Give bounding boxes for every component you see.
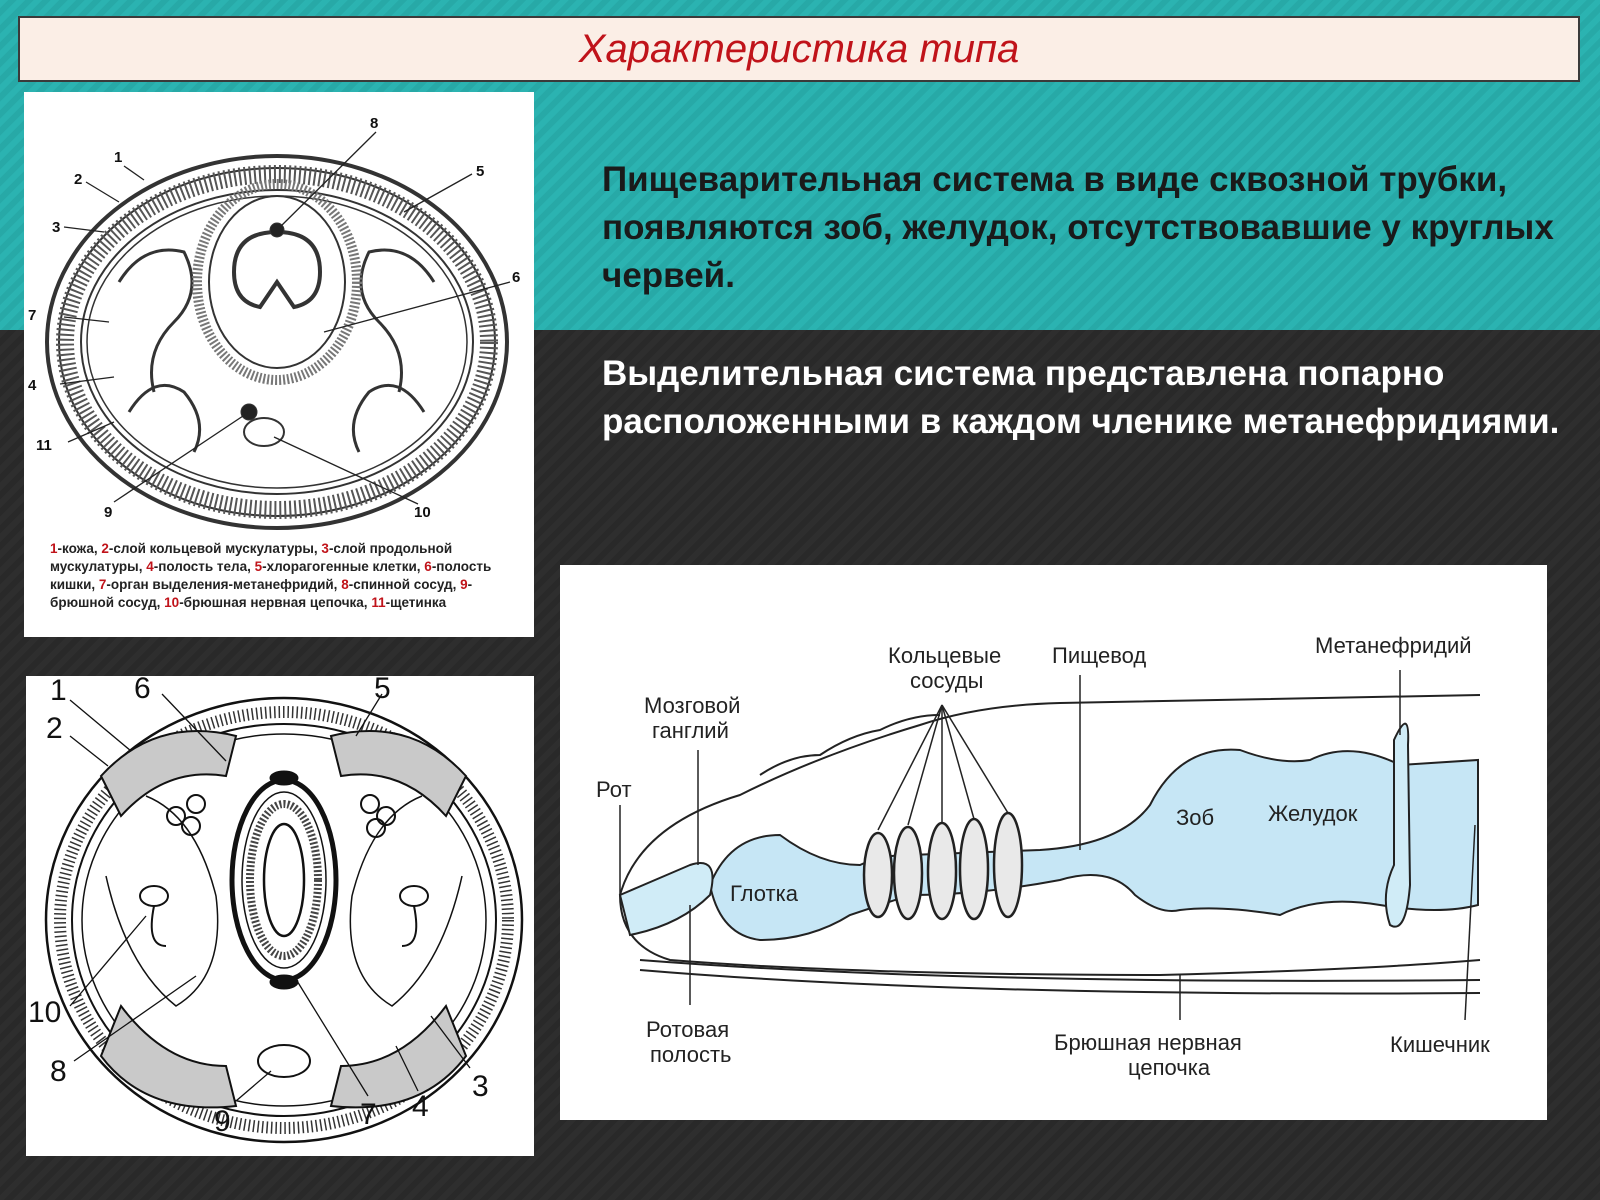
title-bar: Характеристика типа [18, 16, 1580, 82]
fig1-num-3: 3 [52, 219, 60, 236]
slide-title: Характеристика типа [578, 26, 1020, 71]
longitudinal-section-drawing: Рот Мозговой ганглий Кольцевые сосуды Пи… [596, 633, 1490, 1080]
cross-section-1-drawing: 1 2 3 4 5 6 7 8 9 10 11 [28, 115, 520, 530]
cross-section-2-drawing: 1 2 3 4 5 6 7 8 9 10 [28, 676, 524, 1144]
label-brain-ganglion-1: Мозговой [644, 693, 740, 718]
fig2-num-10: 10 [28, 996, 61, 1029]
fig2-num-2: 2 [46, 712, 63, 745]
fig2-num-6: 6 [134, 676, 151, 705]
fig1-legend: 1-кожа, 2-слой кольцевой мускулатуры, 3-… [50, 541, 492, 610]
fig2-num-7: 7 [360, 1098, 377, 1131]
metanephridium-shape [1384, 722, 1412, 928]
fig1-num-9: 9 [104, 504, 112, 521]
fig2-num-5: 5 [374, 676, 391, 705]
fig1-num-10: 10 [414, 504, 431, 521]
fig1-num-6: 6 [512, 269, 520, 286]
label-brain-ganglion-2: ганглий [652, 718, 729, 743]
digestive-tract-shape [708, 748, 1479, 942]
fig1-num-2: 2 [74, 171, 82, 188]
label-ring-vessels-2: сосуды [910, 668, 983, 693]
label-pharynx: Глотка [730, 881, 799, 906]
fig1-num-7: 7 [28, 307, 36, 324]
label-ventral-nerve-cord-2: цепочка [1128, 1055, 1211, 1080]
digestive-text: Пищеварительная система в виде сквозной … [602, 160, 1554, 295]
label-intestine: Кишечник [1390, 1032, 1490, 1057]
label-metanephridium: Метанефридий [1315, 633, 1472, 658]
label-ventral-nerve-cord-1: Брюшная нервная [1054, 1030, 1242, 1055]
fig2-num-4: 4 [412, 1090, 429, 1123]
label-oral-cavity-1: Ротовая [646, 1017, 729, 1042]
fig1-num-5: 5 [476, 163, 484, 180]
label-ring-vessels-1: Кольцевые [888, 643, 1001, 668]
figure-longitudinal-section: Рот Мозговой ганглий Кольцевые сосуды Пи… [560, 565, 1547, 1120]
fig2-num-8: 8 [50, 1055, 67, 1088]
fig1-num-11: 11 [36, 437, 52, 454]
fig1-num-1: 1 [114, 149, 122, 166]
label-oral-cavity-2: полость [650, 1042, 732, 1067]
label-stomach: Желудок [1268, 801, 1358, 826]
fig2-num-1: 1 [50, 676, 67, 707]
fig1-num-4: 4 [28, 377, 37, 394]
fig2-num-9: 9 [214, 1105, 231, 1138]
fig1-num-8: 8 [370, 115, 378, 132]
label-esophagus: Пищевод [1052, 643, 1146, 668]
excretory-text: Выделительная система представлена попар… [602, 354, 1560, 441]
figure-cross-section-1: 1 2 3 4 5 6 7 8 9 10 11 1-кожа, 2-слой к… [24, 92, 534, 637]
label-mouth: Рот [596, 777, 632, 802]
figure-cross-section-2: 1 2 3 4 5 6 7 8 9 10 [26, 676, 534, 1156]
fig2-num-3: 3 [472, 1070, 489, 1103]
label-crop: Зоб [1176, 805, 1214, 830]
